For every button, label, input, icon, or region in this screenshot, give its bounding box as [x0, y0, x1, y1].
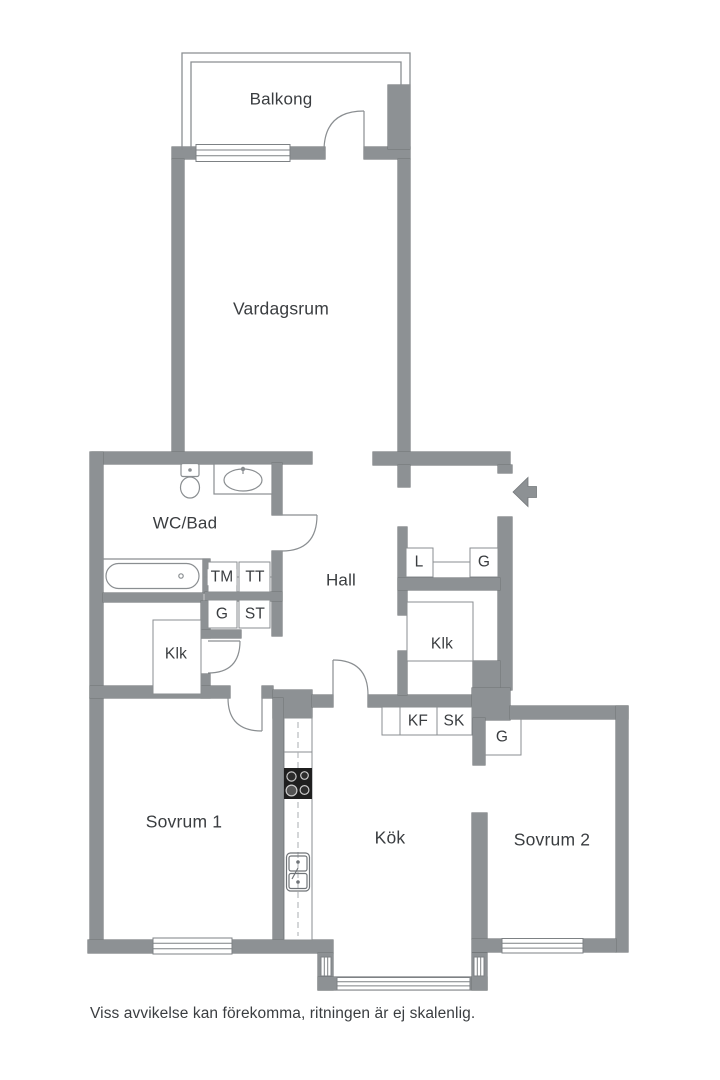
- wall-segment: [272, 463, 282, 515]
- room-label-bathroom: WC/Bad: [152, 513, 218, 533]
- stove-icon: [284, 768, 312, 799]
- room-label-living-room: Vardagsrum: [232, 298, 330, 319]
- wall-segment: [398, 651, 407, 695]
- closet-label-tm: TM: [207, 569, 237, 585]
- wall-segment: [398, 527, 407, 615]
- wall-segment: [172, 159, 184, 453]
- wall-segment: [92, 452, 312, 464]
- room-label-bedroom2: Sovrum 2: [513, 829, 591, 850]
- window-living-room-icon: [195, 144, 291, 162]
- wall-segment: [103, 593, 203, 602]
- closet-boxes: [152, 547, 522, 756]
- closet-label-st: ST: [244, 605, 266, 623]
- wall-segment: [262, 686, 273, 698]
- wall-segment: [373, 452, 510, 465]
- entry-arrow-icon: [512, 476, 537, 508]
- closet-label-g2: G: [477, 553, 491, 571]
- bathroom-fixtures: [103, 462, 273, 590]
- closet-g1-box: [207, 599, 238, 629]
- window-bedroom1-icon: [152, 937, 233, 955]
- closet-g3-box: [485, 719, 522, 756]
- doors: [207, 110, 369, 732]
- wall-segment: [473, 718, 485, 765]
- wall-segment: [510, 706, 628, 719]
- closet-label-l: L: [414, 553, 424, 571]
- wall-segment: [472, 813, 487, 939]
- room-label-closet-left: Klk: [164, 645, 188, 663]
- wall-segment: [90, 698, 103, 940]
- closet-label-g3: G: [495, 728, 509, 746]
- toilet-icon: [179, 462, 201, 499]
- room-label-closet-right: Klk: [430, 635, 454, 653]
- closet-kf-sk-run: [381, 706, 473, 736]
- closet-g2-box: [469, 547, 499, 578]
- wall-segment: [388, 85, 410, 149]
- bathtub-icon: [103, 558, 207, 590]
- wall-segment: [201, 630, 241, 638]
- wall-segment: [398, 578, 500, 590]
- room-label-hall: Hall: [325, 570, 357, 590]
- wall-segment: [368, 695, 472, 707]
- wall-segment: [398, 465, 410, 487]
- door-arc-balcony: [323, 110, 365, 152]
- disclaimer-text: Viss avvikelse kan förekomma, ritningen …: [90, 1005, 476, 1022]
- window-bay-right-icon: [473, 956, 485, 977]
- kitchen-sink-icon: [285, 852, 311, 892]
- windows: [152, 144, 584, 991]
- wall-segment: [498, 517, 512, 690]
- window-kitchen-bay-icon: [336, 977, 471, 991]
- wall-segment: [364, 147, 410, 159]
- wall-segment: [312, 695, 333, 707]
- door-arc-kitchen: [332, 659, 369, 696]
- wall-segment: [201, 601, 210, 638]
- wall-segment: [398, 159, 410, 453]
- wardrobe-right-box: [406, 601, 474, 662]
- window-bedroom2-icon: [501, 938, 584, 954]
- closet-label-kf: KF: [407, 712, 429, 730]
- window-bay-left-icon: [320, 956, 332, 977]
- wall-segment: [616, 706, 628, 952]
- wardrobe-left-box: [152, 619, 202, 695]
- room-label-balcony: Balkong: [249, 89, 313, 109]
- wall-segment: [203, 559, 210, 593]
- wall-segment: [498, 465, 512, 473]
- closet-label-sk: SK: [443, 712, 465, 730]
- balcony-railing-icon: [181, 52, 411, 150]
- wall-segment: [473, 661, 500, 688]
- door-arc-bathroom: [281, 514, 318, 552]
- room-label-kitchen: Kök: [374, 827, 406, 848]
- room-label-bedroom1: Sovrum 1: [145, 811, 223, 832]
- wall-segment: [472, 688, 510, 720]
- kitchen-counter: [283, 717, 313, 941]
- wall-segment: [90, 452, 103, 698]
- door-arc-bedroom1: [227, 697, 263, 732]
- closet-st-box: [238, 599, 271, 629]
- closet-label-tt: TT: [242, 569, 268, 585]
- wall-segment: [205, 592, 282, 601]
- wall-segment: [273, 698, 283, 940]
- door-arc-closet-left: [207, 640, 241, 674]
- closet-label-g1: G: [215, 605, 229, 623]
- washbasin-icon: [213, 463, 273, 495]
